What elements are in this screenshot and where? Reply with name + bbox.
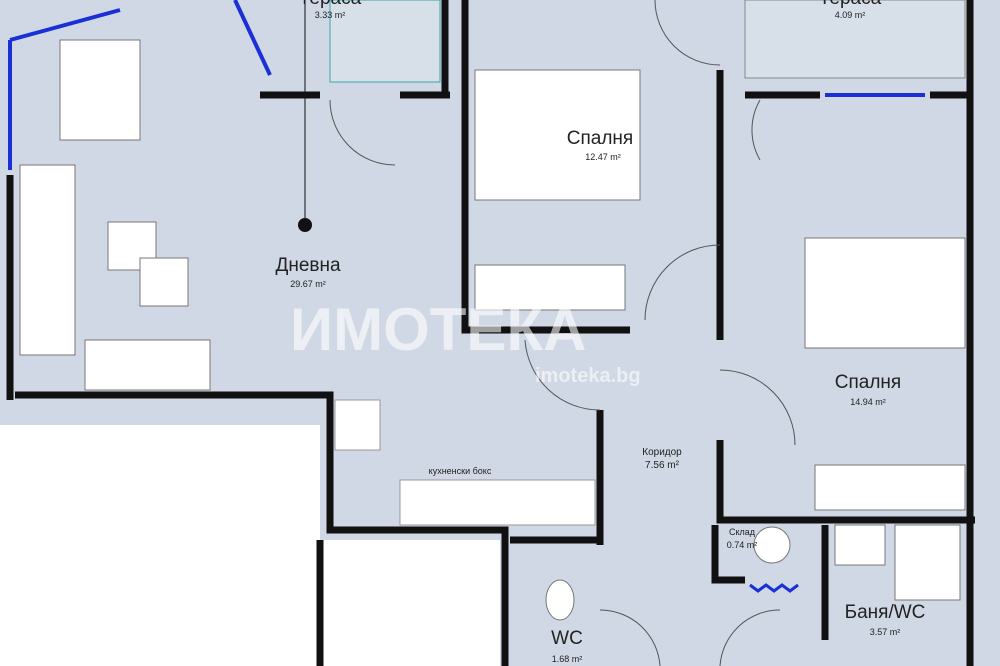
heater (749, 583, 799, 593)
wc-name: WC (551, 628, 583, 649)
terrace-right (744, 0, 966, 79)
wardrobe-2 (814, 464, 966, 511)
bed-1 (474, 69, 641, 201)
terrace-left (329, 0, 441, 83)
coffee-table-2 (139, 257, 189, 307)
bedroom-1-name: Спалня (566, 128, 634, 149)
washing-machine (753, 526, 791, 564)
terrace-left-area: 3.33 m² (314, 10, 346, 20)
lamp-point (298, 218, 312, 232)
exterior-area-2 (320, 540, 500, 666)
corridor-name: Коридор (642, 447, 682, 458)
living-name: Дневна (275, 255, 341, 276)
toilet (545, 579, 575, 621)
terrace-left-name: Тераса (299, 0, 361, 10)
sofa-2 (84, 339, 211, 391)
sofa (19, 164, 76, 356)
watermark-url: imoteka.bg (535, 365, 641, 387)
storage-name: Склад (728, 527, 756, 537)
living-area: 29.67 m² (290, 279, 326, 289)
bathroom-area: 3.57 m² (869, 627, 901, 637)
walls (6, 0, 975, 666)
fridge (334, 399, 381, 451)
corridor-area: 7.56 m² (645, 460, 679, 471)
terrace-right-name: Тераса (819, 0, 881, 10)
doors (329, 0, 796, 666)
exterior-area (0, 425, 320, 666)
bed-2 (804, 237, 966, 349)
watermark-logo: ИМОТЕКА (290, 296, 587, 363)
shower (894, 524, 961, 601)
bathroom-name: Баня/WC (844, 602, 926, 623)
bedroom-1-area: 12.47 m² (585, 152, 621, 162)
sink (834, 524, 886, 566)
wc-area: 1.68 m² (551, 654, 583, 664)
wardrobe-1 (474, 264, 626, 311)
kitchen-counter (399, 479, 596, 526)
storage-area: 0.74 m² (726, 540, 758, 550)
kitchen-name: кухненски бокс (428, 466, 492, 476)
dining-table (59, 39, 141, 141)
windows (8, 0, 925, 170)
terrace-right-area: 4.09 m² (834, 10, 866, 20)
bedroom-2-name: Спалня (834, 372, 902, 393)
bedroom-2-area: 14.94 m² (850, 397, 886, 407)
